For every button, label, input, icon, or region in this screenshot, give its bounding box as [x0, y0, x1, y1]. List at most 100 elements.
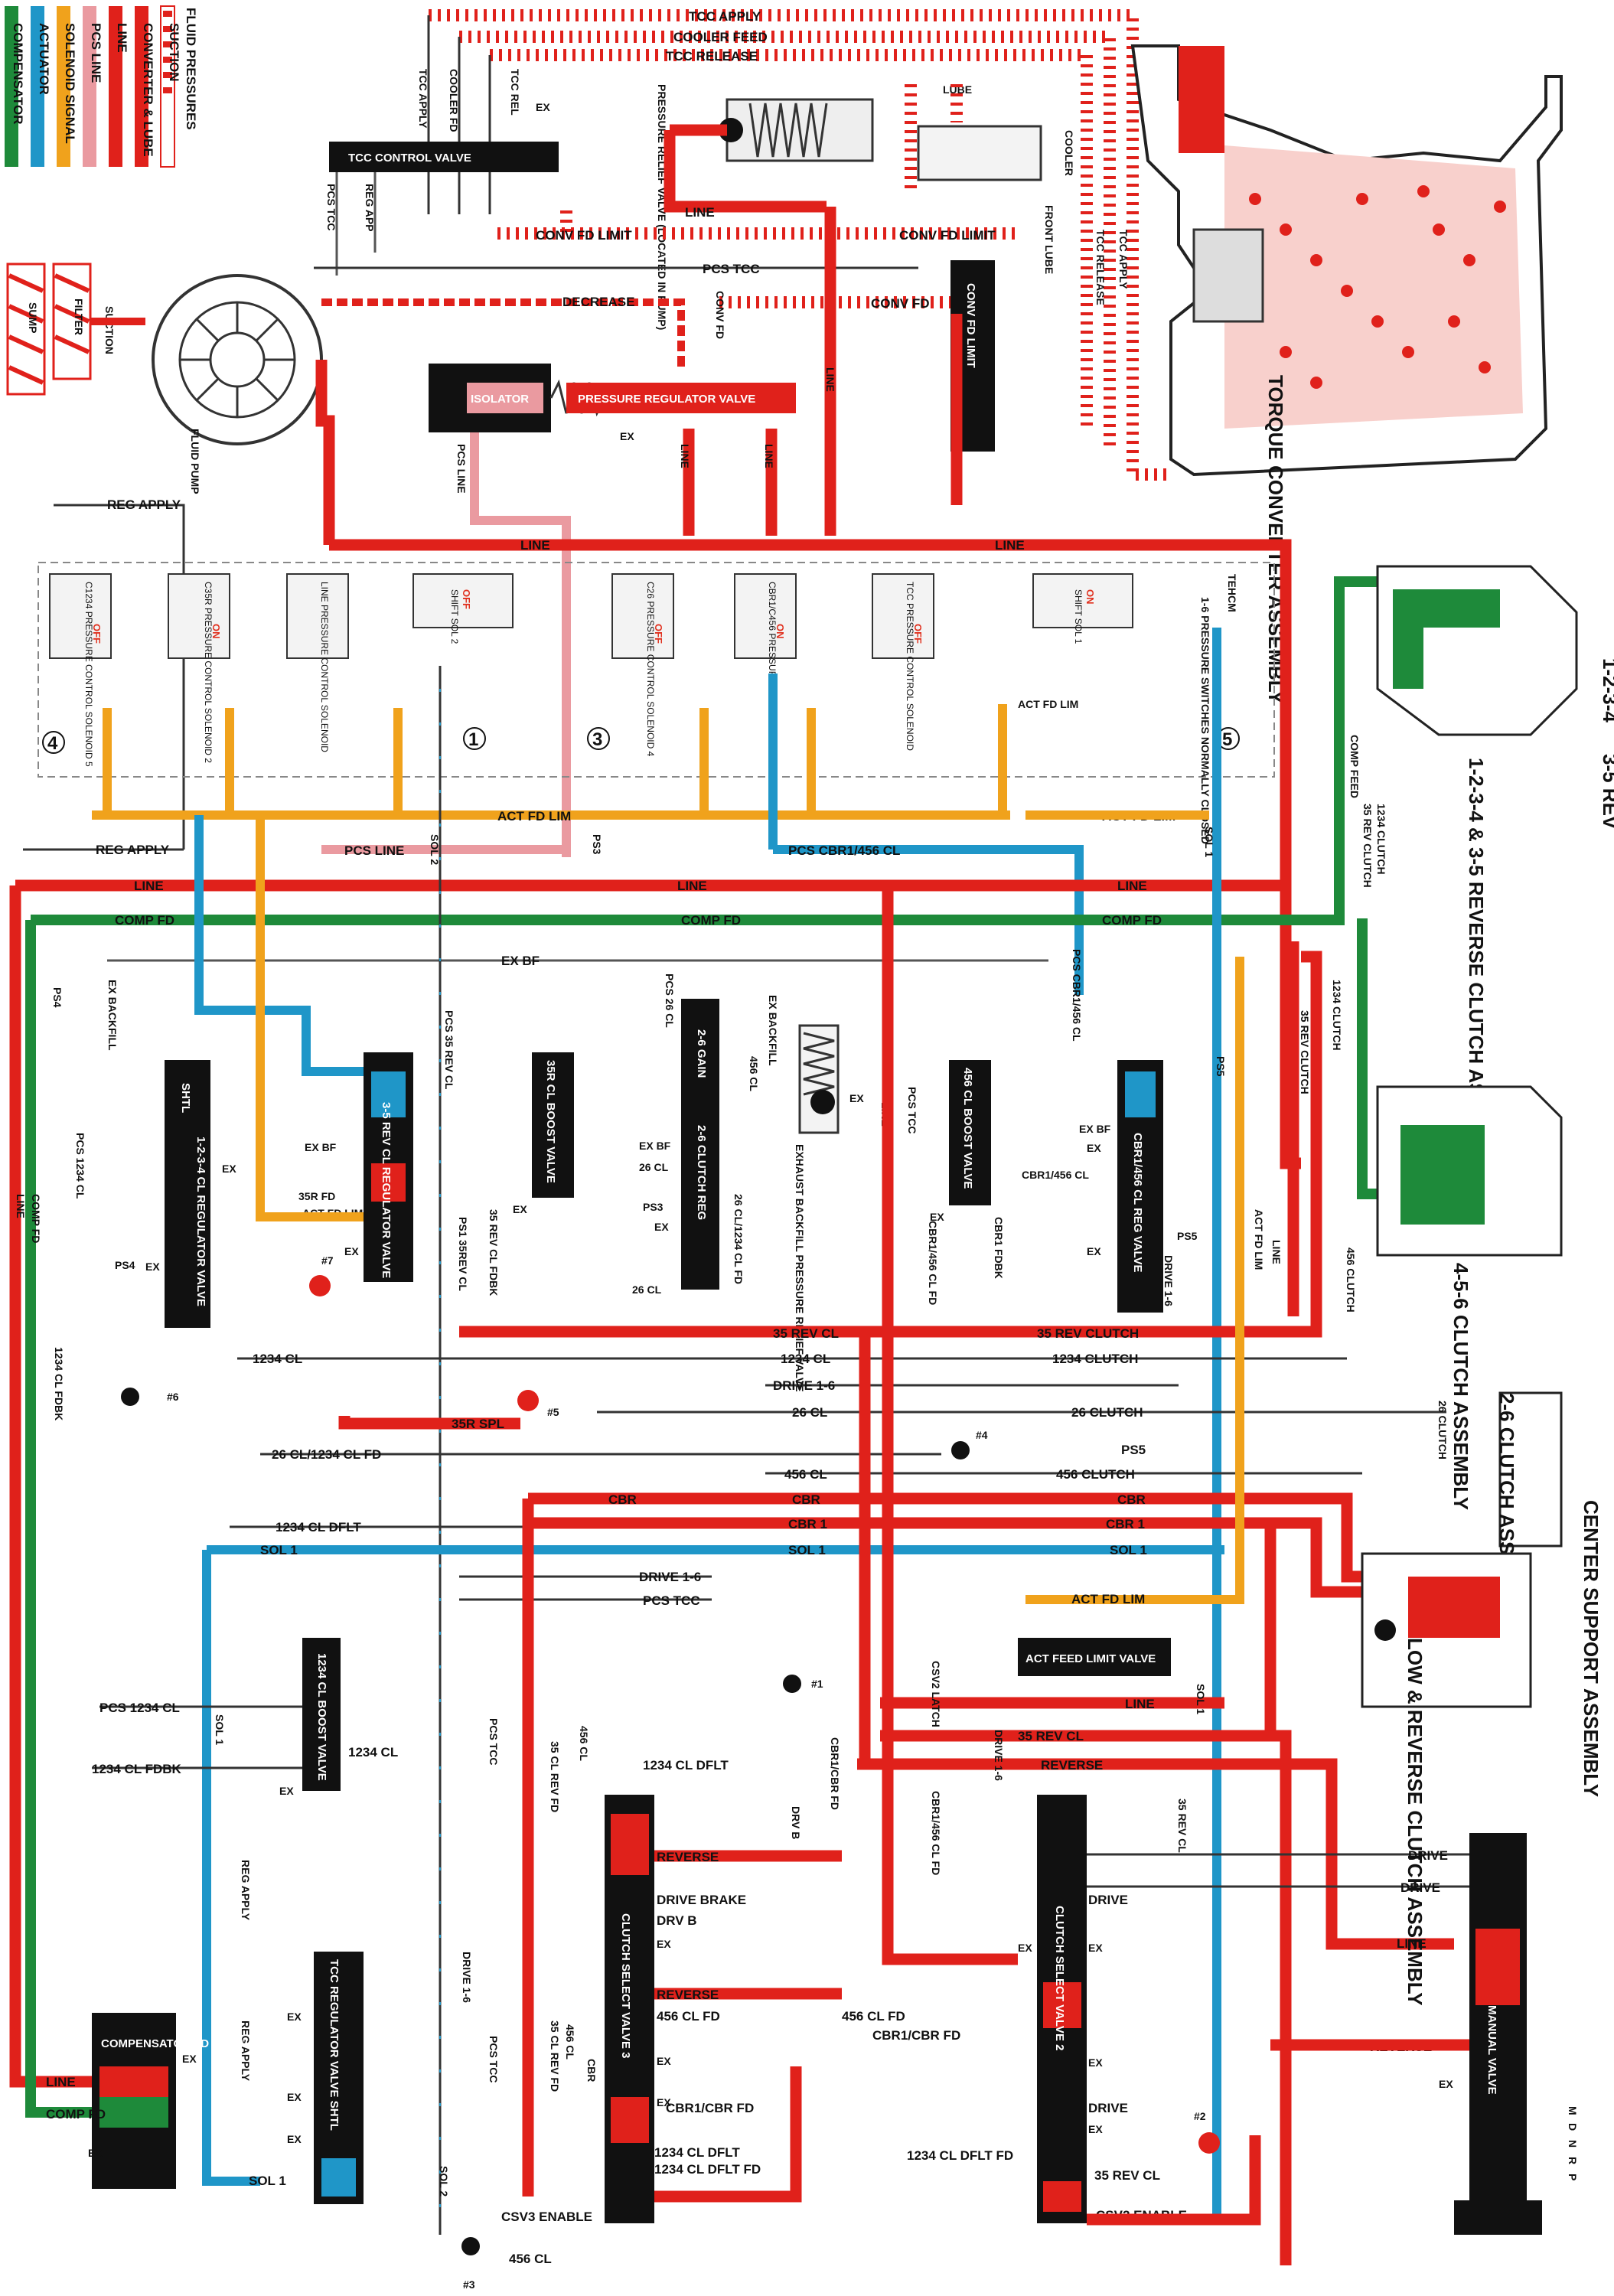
valve-cbr1-456-reg: CBR1/456 CL REG VALVE EX BF EX CBR1/456 …	[879, 949, 1283, 1313]
pcs-1234-cl-v: PCS 1234 CL	[74, 1133, 86, 1199]
clutch-select-valve-3: CLUTCH SELECT VALVE 3 REVERSE DRIVE BRAK…	[501, 1795, 842, 2266]
drive-16-label-a: DRIVE 1-6	[773, 1378, 835, 1393]
line-label-a: LINE	[134, 879, 164, 893]
cbr1-456-cl-label: CBR1/456 CL	[1022, 1169, 1089, 1181]
drive-16-v-c: DRIVE 1-6	[461, 1952, 473, 2003]
reg-1234-label: 1-2-3-4 CL REGULATOR VALVE	[194, 1137, 207, 1306]
top-line-v-1: LINE	[824, 367, 836, 392]
mid-passages: 35 REV CL 35 REV CLUTCH 1234 CL 1234 CL …	[202, 951, 1446, 2186]
ex-cbr-a: EX	[1087, 1142, 1101, 1154]
cbr-456-reg-label: CBR1/456 CL REG VALVE	[1131, 1133, 1144, 1273]
cl-26-label-a: 26 CL	[639, 1161, 669, 1173]
sol-c35r-label: C35R PRESSURE CONTROL SOLENOID 2	[203, 582, 214, 763]
valve-35-rev-regulator: 3-5 REV CL REGULATOR VALVE EX BF 35R FD …	[298, 1010, 500, 1296]
pos-m: M	[1567, 2106, 1579, 2115]
ex-backfill-label-l: EX BACKFILL	[106, 980, 119, 1051]
cooler-label: COOLER	[1063, 130, 1075, 176]
clutch-select-valve-2: CLUTCH SELECT VALVE 2 DRIVE EX EX 456 CL…	[842, 1795, 1187, 2223]
sol1-v-label: SOL 1	[1203, 827, 1215, 857]
solenoid-c1234: C1234 PRESSURE CONTROL SOLENOID 5 OFF	[49, 573, 112, 767]
tcc-release-label: TCC RELEASE	[666, 49, 758, 64]
pcs-line-top-label: PCS LINE	[455, 444, 468, 494]
pcs-1234-cl-label-h: PCS 1234 CL	[99, 1701, 180, 1715]
boost-456-label: 456 CL BOOST VALVE	[961, 1068, 974, 1189]
decrease-label: DECREASE	[562, 295, 634, 309]
pos-n: N	[1567, 2140, 1579, 2148]
cl-1234-dflt-label: 1234 CL DFLT	[276, 1520, 361, 1534]
tcc-apply-v-label: TCC APPLY	[417, 69, 429, 129]
cl-1234-fdbk-label-h: 1234 CL FDBK	[92, 1762, 182, 1776]
pcs-tcc-v3: PCS TCC	[487, 2036, 500, 2082]
cbr1-cbr-fd-v: CBR1/CBR FD	[829, 1737, 841, 1810]
filter-label: FILTER	[73, 298, 85, 335]
cl-1234-dflt-fd-csv2: 1234 CL DFLT FD	[907, 2148, 1013, 2163]
ps4-label: PS4	[51, 987, 64, 1008]
pcs-cbr1-label: PCS CBR1/456 CL	[788, 843, 900, 858]
clutch-26-v: 26 CLUTCH	[1436, 1401, 1449, 1459]
top-line-label-1: LINE	[685, 205, 715, 220]
rev-35-reg-label: 3-5 REV CL REGULATOR VALVE	[380, 1102, 393, 1278]
cl-456-label-bottom: 456 CL	[509, 2252, 552, 2266]
csv3-enable-label: CSV3 ENABLE	[501, 2210, 592, 2224]
clutch-26-label: 26 CLUTCH	[1071, 1405, 1143, 1420]
ex-label-35r: EX	[513, 1203, 527, 1215]
solenoid-cbr1: CBR1/C456 PRESSURE CONTROL SOLENOID 3 ON	[734, 573, 797, 789]
boost-35r-label: 35R CL BOOST VALVE	[544, 1060, 557, 1183]
cl-1234-dflt-fd-csv3: 1234 CL DFLT FD	[654, 2162, 761, 2177]
legend-line: LINE	[115, 23, 129, 53]
cl-26-1234-fd-v: 26 CL/1234 CL FD	[732, 1194, 745, 1284]
front-lube-label: FRONT LUBE	[1043, 205, 1055, 274]
reverse-label-csv3: REVERSE	[657, 1850, 719, 1864]
cl-456-v3: 456 CL	[564, 2024, 576, 2060]
pos-p: P	[1567, 2174, 1579, 2180]
cl-26-1234-fd-label: 26 CL/1234 CL FD	[272, 1447, 381, 1462]
line-label-c: LINE	[1117, 879, 1147, 893]
legend-title: FLUID PRESSURES	[184, 8, 198, 130]
rev-35-cl-rev-fd-v2: 35 CL REV FD	[549, 2020, 561, 2092]
top-passages: TCC APPLY COOLER FEED TCC RELEASE TCC AP…	[54, 9, 1171, 857]
drv-b-label: DRV B	[657, 1913, 697, 1928]
reverse-label-afl: REVERSE	[1041, 1758, 1103, 1773]
ex-comp-a: EX	[182, 2053, 197, 2065]
ex-bf-label-l: EX BF	[305, 1141, 337, 1153]
shift-sol-2-label: SHIFT SOL 2	[449, 589, 460, 644]
rev-35r-spl-label: 35R SPL	[452, 1417, 504, 1431]
pcs-tcc-top-v: PCS TCC	[325, 184, 337, 230]
rev-35-clutch-v-top: 35 REV CLUTCH	[1361, 804, 1374, 888]
valve-tcc-regulator-shtl: TCC REGULATOR VALVE SHTL EX EX EX SOL 1 …	[214, 1714, 500, 2204]
red-flow-lines	[194, 673, 1277, 2226]
act-fd-lim-label-afl: ACT FD LIM	[1071, 1592, 1145, 1606]
suction-label: SUCTION	[103, 306, 116, 354]
cl-456-v2: 456 CL	[578, 1726, 590, 1761]
clutch-assemblies: 3-5 REV 1-2-3-4 1-2-3-4 & 3-5 REVERSE CL…	[1287, 565, 1614, 2006]
cl-456-v: 456 CL	[748, 1056, 760, 1091]
conv-fd-label: CONV FD	[871, 296, 930, 311]
sol-cbr1-state: ON	[774, 624, 786, 639]
sump-filter-pump: SUMP FILTER SUCTION FLUID PUMP	[6, 263, 323, 494]
ex-tcc-c: EX	[287, 2133, 302, 2145]
ps5-label-b: PS5	[1121, 1443, 1146, 1457]
sol2-v-low: SOL 2	[438, 2166, 450, 2197]
cl-1234-label-b: 1234 CL	[781, 1352, 830, 1366]
drive-brake-label: DRIVE BRAKE	[657, 1893, 746, 1907]
ps4-label-2: PS4	[115, 1259, 135, 1271]
tehcm-solenoid-bank: TEHCM 1-6 PRESSURE SWITCHES NORMALLY CLO…	[37, 562, 1275, 844]
rev-35-cl-label-afl: 35 REV CL	[1018, 1729, 1084, 1743]
tcc-rel-label: TCC REL	[509, 69, 521, 116]
cl-1234-dflt-csv3: 1234 CL DFLT	[654, 2145, 740, 2160]
ex-csv3-a: EX	[657, 1938, 671, 1950]
comp-fd-reg-label-1: COMPENSATOR FD REG VALVE	[101, 2037, 277, 2050]
cbr-label-b: CBR	[792, 1492, 820, 1507]
ex-label-l1: EX	[222, 1163, 236, 1175]
shift-sol-1-label: SHIFT SOL 1	[1073, 589, 1084, 644]
shift-sol-1-state: ON	[1084, 589, 1096, 605]
cbr1-fdbk-v: CBR1 FDBK	[993, 1217, 1005, 1279]
ex-456: EX	[930, 1211, 944, 1223]
ex-label-rev35: EX	[344, 1245, 359, 1257]
ex-tcc-b: EX	[287, 2091, 302, 2103]
ex-label-l2: EX	[145, 1261, 160, 1273]
clutch-456-v: 456 CLUTCH	[1345, 1247, 1357, 1313]
cbr1-cbr-fd-label-csv2: CBR1/CBR FD	[872, 2028, 960, 2043]
gain-26-label: 2-6 GAIN	[695, 1029, 708, 1078]
ex-cbr-b: EX	[1087, 1245, 1101, 1257]
